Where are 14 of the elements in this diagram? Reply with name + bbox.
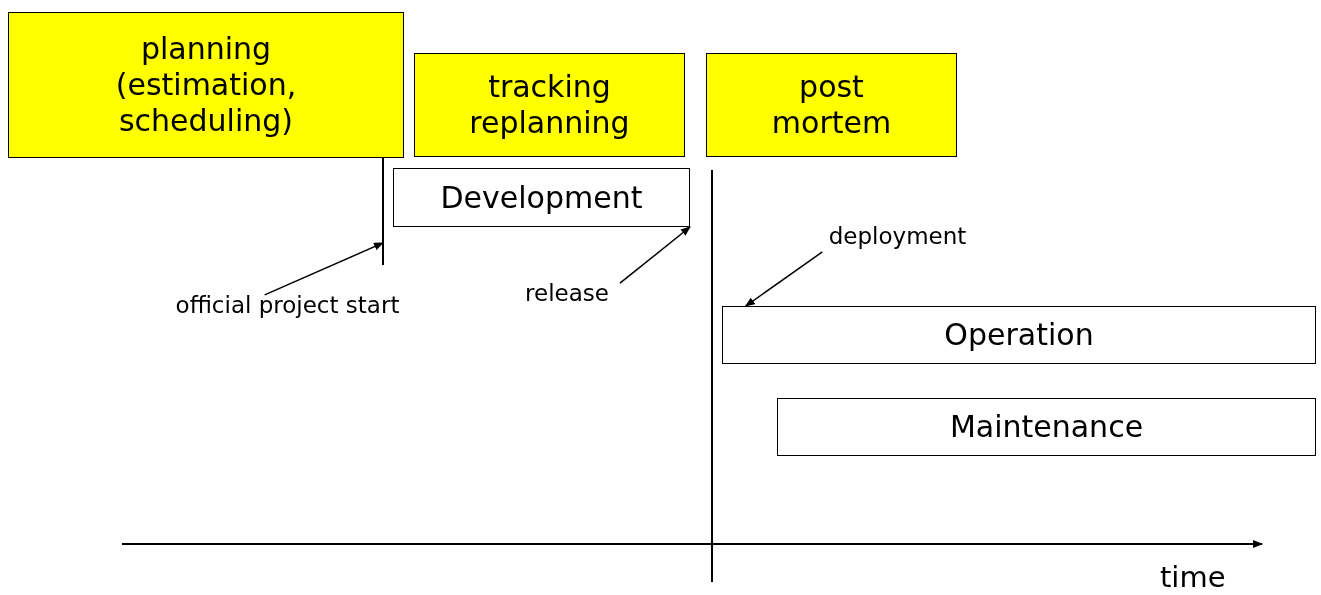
phase-box: post mortem: [706, 53, 957, 157]
annotation-text: release: [514, 276, 620, 312]
phase-box: planning (estimation, scheduling): [8, 12, 404, 158]
leader-arrow: [263, 242, 384, 296]
activity-box: Maintenance: [777, 398, 1316, 456]
activity-box: Development: [393, 168, 690, 227]
annotation-text: deployment: [810, 220, 985, 254]
annotation-text: official project start: [145, 288, 430, 324]
axis-label: time: [1160, 560, 1226, 595]
milestone-line: [711, 169, 713, 583]
activity-box: Operation: [722, 306, 1316, 364]
phase-box: tracking replanning: [414, 53, 685, 157]
leader-arrow: [744, 251, 823, 307]
leader-arrow: [619, 226, 691, 284]
